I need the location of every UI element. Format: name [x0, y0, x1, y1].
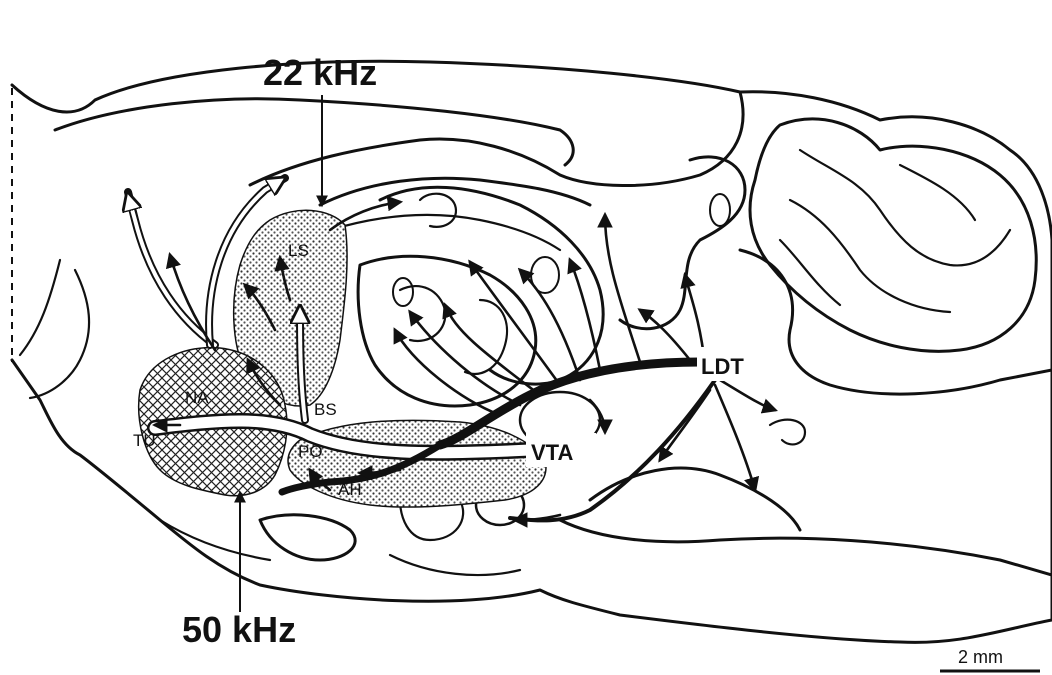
proj-arrow-3 [445, 305, 540, 395]
label-po: PO [298, 442, 323, 461]
thalamic-detail-2 [465, 300, 507, 374]
label-na: NA [185, 388, 209, 407]
ventral-surface-lines [160, 520, 520, 575]
cerebellum-folia-4 [780, 240, 840, 305]
label-ldt: LDT [701, 354, 744, 379]
brainstem-upper [740, 250, 1052, 394]
brainstem-lower [560, 520, 1052, 575]
proj-arrow-8 [640, 310, 690, 360]
cortex-line-2 [20, 260, 60, 355]
label-22khz: 22 kHz [263, 52, 377, 93]
scale-bar-label: 2 mm [958, 647, 1003, 667]
proj-arrow-4 [410, 312, 520, 405]
label-ls: LS [288, 241, 309, 260]
fornix [330, 215, 560, 250]
proj-arrow-2 [470, 262, 560, 385]
small-structure-1 [770, 420, 805, 445]
small-structure-2 [420, 194, 456, 227]
thalamic-detail-1 [400, 286, 445, 341]
proj-arrow-7 [605, 215, 640, 362]
nucleus-oval-3 [710, 194, 730, 226]
cortex-line-3 [30, 270, 89, 398]
hollow-arrow-anterior-inner [128, 195, 215, 345]
label-ah: AH [338, 480, 362, 499]
hollow-arrow-anterior [128, 192, 215, 345]
label-bs: BS [314, 400, 337, 419]
pons-outline [590, 468, 800, 530]
label-tu: TU [133, 431, 156, 450]
nucleus-oval-1 [393, 278, 413, 306]
colliculi-outline [620, 157, 745, 329]
optic-chiasm [260, 515, 355, 560]
label-vta: VTA [531, 440, 573, 465]
corpus-callosum [320, 178, 590, 205]
proj-arrow-1 [520, 270, 580, 380]
proj-arrow-12 [660, 390, 710, 460]
proj-arrow-11 [720, 380, 775, 410]
cerebellum-folia-3 [900, 165, 975, 220]
label-50khz: 50 kHz [182, 609, 296, 650]
cortex-line-1 [55, 99, 573, 165]
